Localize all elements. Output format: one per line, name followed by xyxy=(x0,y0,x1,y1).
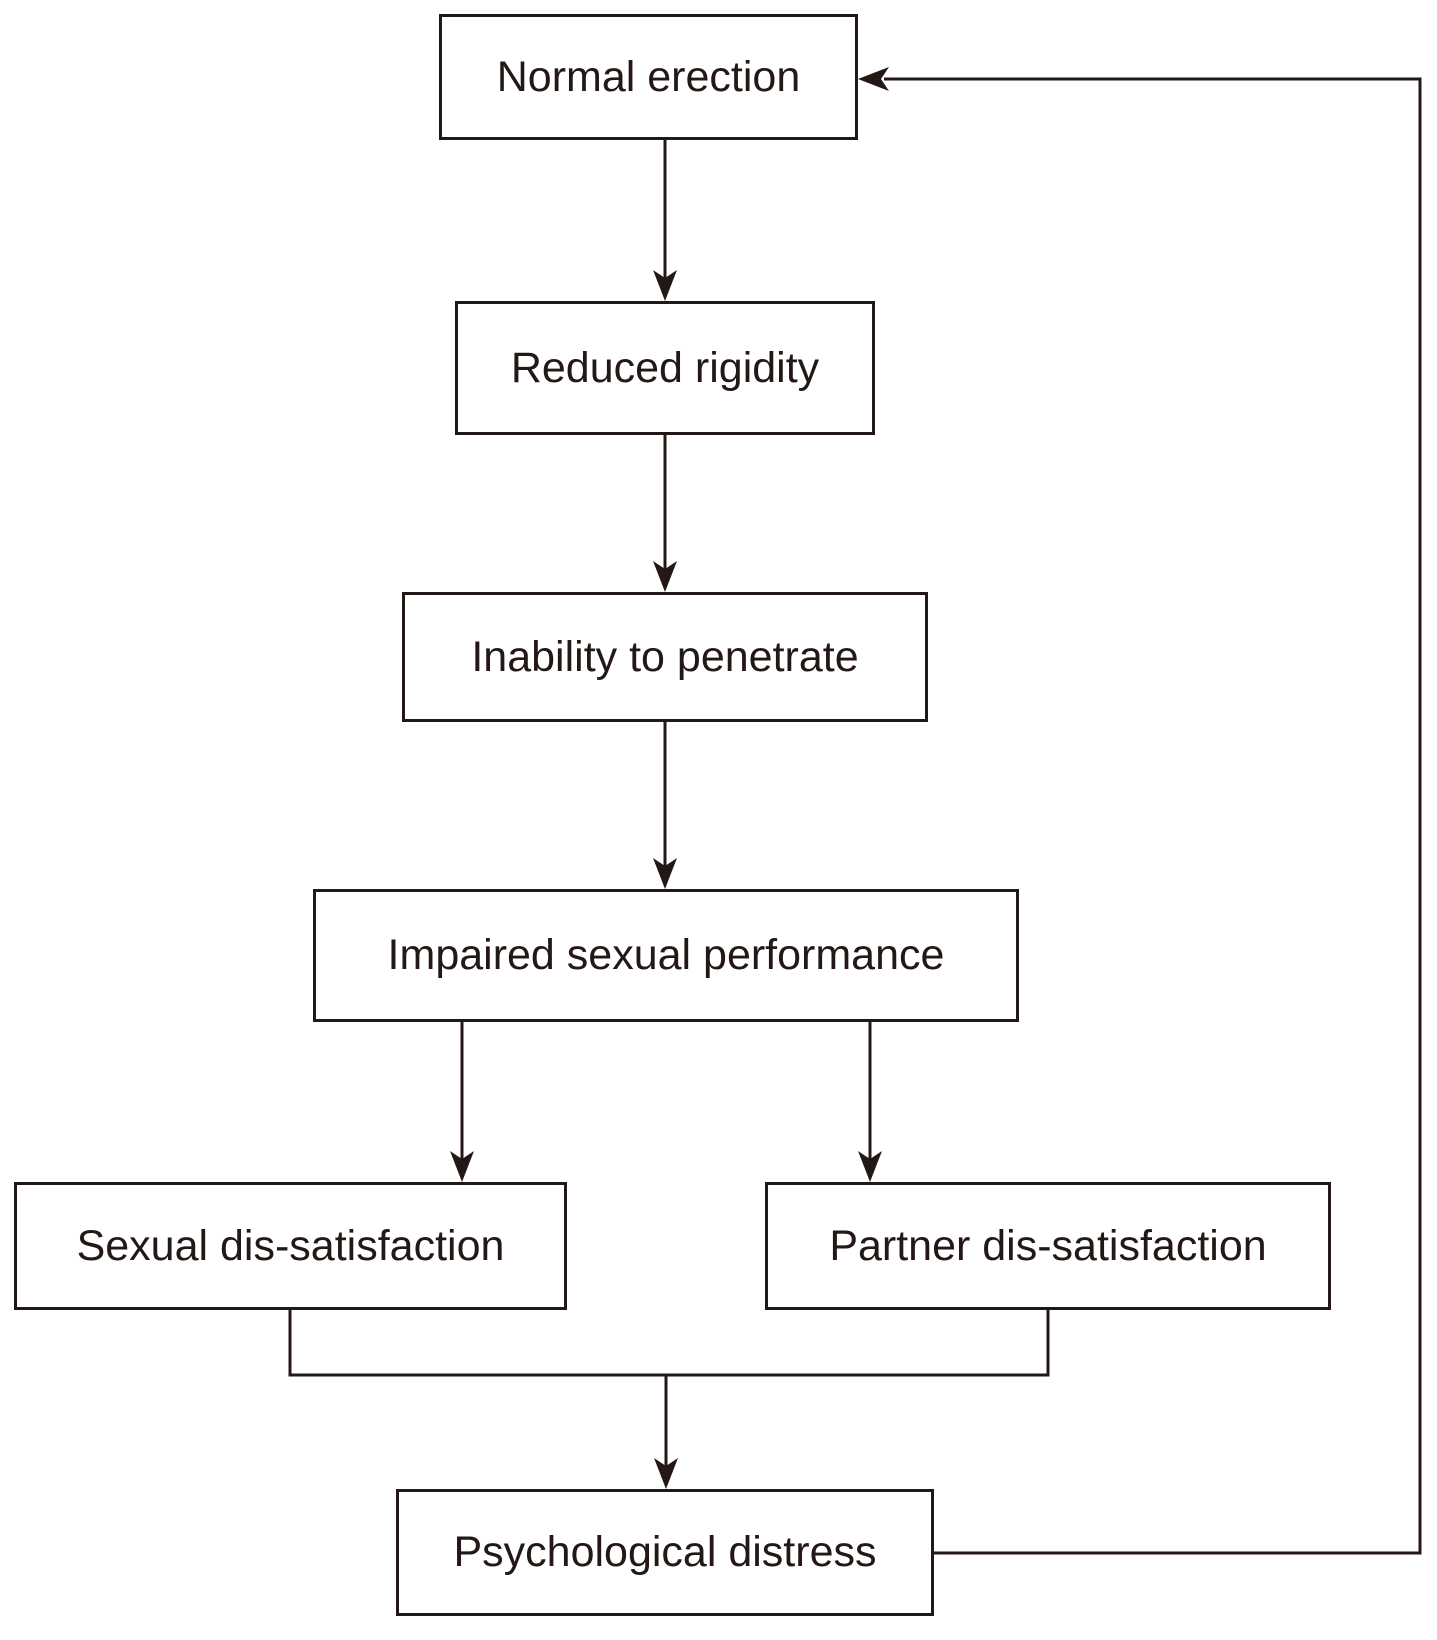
node-partner-dissatisfaction-label: Partner dis-satisfaction xyxy=(829,1221,1267,1270)
feedback-loop-line xyxy=(884,77,1422,1555)
arrowhead-into-sexual xyxy=(450,1151,474,1182)
node-psychological-distress-label: Psychological distress xyxy=(453,1528,877,1576)
node-impaired-sexual-performance: Impaired sexual performance xyxy=(313,889,1019,1022)
node-impaired-sexual-performance-label: Impaired sexual performance xyxy=(387,931,945,979)
node-normal-erection: Normal erection xyxy=(439,14,858,140)
arrowhead-into-reduced xyxy=(653,270,677,301)
node-normal-erection-label: Normal erection xyxy=(496,52,801,101)
node-inability-to-penetrate-label: Inability to penetrate xyxy=(471,632,859,681)
node-sexual-dissatisfaction: Sexual dis-satisfaction xyxy=(14,1182,567,1310)
node-sexual-dissatisfaction-label: Sexual dis-satisfaction xyxy=(76,1221,505,1270)
arrowhead-into-distress xyxy=(654,1458,678,1489)
node-psychological-distress: Psychological distress xyxy=(396,1489,934,1616)
arrowhead-into-partner xyxy=(858,1151,882,1182)
merge-connector xyxy=(288,1310,1050,1377)
arrowhead-into-normal xyxy=(858,67,889,91)
node-inability-to-penetrate: Inability to penetrate xyxy=(402,592,928,722)
node-reduced-rigidity: Reduced rigidity xyxy=(455,301,875,435)
arrowhead-into-impaired xyxy=(653,858,677,889)
node-partner-dissatisfaction: Partner dis-satisfaction xyxy=(765,1182,1331,1310)
arrowhead-into-inability xyxy=(653,561,677,592)
node-reduced-rigidity-label: Reduced rigidity xyxy=(510,343,820,392)
